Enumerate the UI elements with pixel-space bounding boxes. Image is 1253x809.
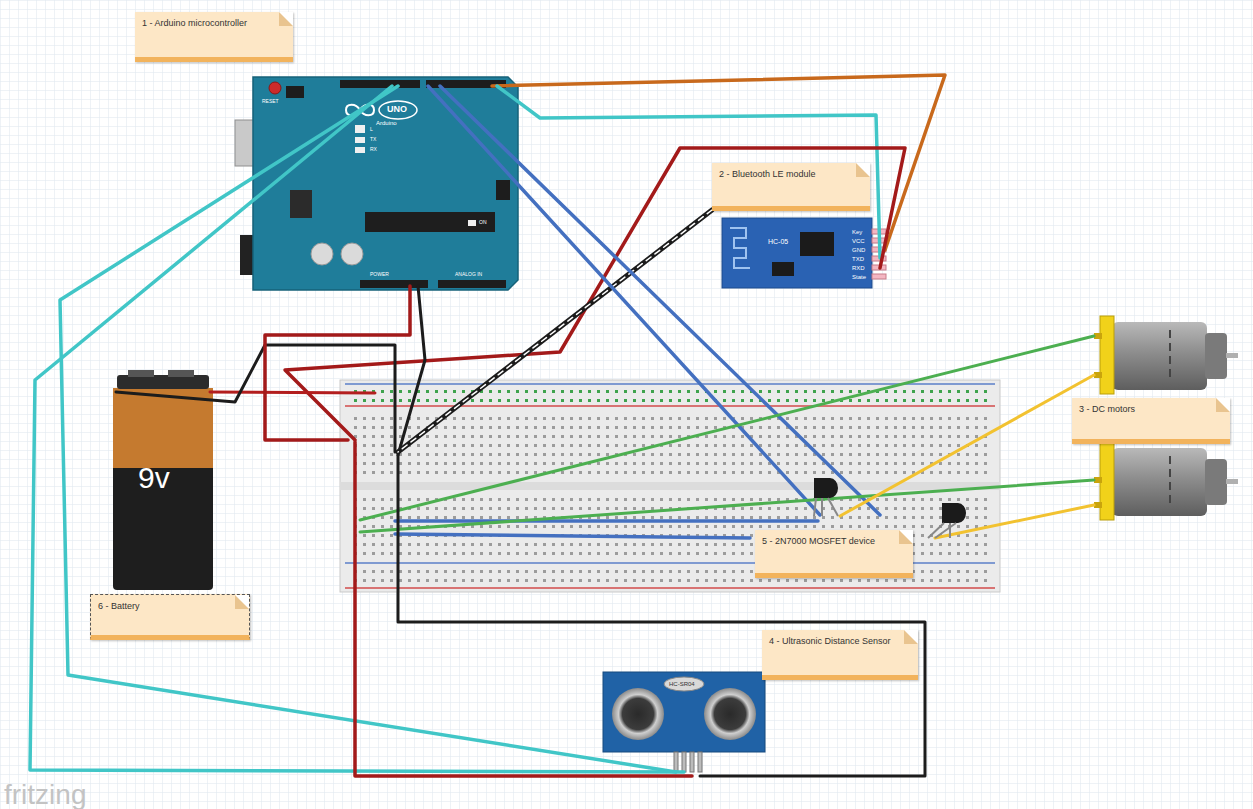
led-label: TX	[370, 137, 376, 142]
pin-name: TXD	[852, 256, 864, 262]
note-box: 2 - Bluetooth LE module	[712, 163, 870, 211]
board-text: Arduino	[376, 120, 397, 126]
bluetooth-module	[722, 218, 886, 288]
battery-label: 9v	[138, 463, 170, 493]
pin-name: GND	[852, 247, 865, 253]
note-box: 5 - 2N7000 MOSFET device	[755, 530, 913, 578]
note-box: 4 - Ultrasonic Distance Sensor	[762, 630, 918, 680]
sensor-model: HC-SR04	[669, 681, 695, 687]
note-text: 4 - Ultrasonic Distance Sensor	[769, 636, 891, 646]
pin-name: VCC	[852, 238, 865, 244]
watermark: fritzing	[4, 781, 86, 809]
note-box: 6 - Battery	[90, 594, 250, 640]
dc-motor	[1094, 316, 1238, 394]
pin-name: State	[852, 274, 866, 280]
note-text: 1 - Arduino microcontroller	[142, 18, 247, 28]
dc-motor	[1094, 442, 1238, 520]
mosfet-2n7000	[814, 478, 838, 516]
ultrasonic-sensor	[603, 672, 765, 772]
mosfet-2n7000	[928, 503, 966, 538]
note-text: 2 - Bluetooth LE module	[719, 169, 816, 179]
pin-name: Key	[852, 229, 862, 235]
note-box: 1 - Arduino microcontroller	[135, 12, 293, 62]
led-label: L	[370, 127, 373, 132]
note-box: 3 - DC motors	[1072, 398, 1230, 444]
note-text: 6 - Battery	[98, 601, 140, 611]
board-text: RESET	[262, 99, 279, 104]
note-text: 5 - 2N7000 MOSFET device	[762, 536, 875, 546]
arduino-board	[235, 77, 518, 290]
led-label: RX	[370, 147, 377, 152]
led-label: ON	[479, 220, 487, 225]
pin-name: RXD	[852, 265, 865, 271]
board-logo: UNO	[387, 105, 407, 114]
note-text: 3 - DC motors	[1079, 404, 1135, 414]
module-name: HC-05	[768, 238, 788, 245]
header-label: ANALOG IN	[455, 272, 482, 277]
breadboard	[340, 380, 1000, 592]
wires	[30, 75, 1094, 776]
battery-9v	[113, 370, 213, 590]
header-label: POWER	[370, 272, 389, 277]
